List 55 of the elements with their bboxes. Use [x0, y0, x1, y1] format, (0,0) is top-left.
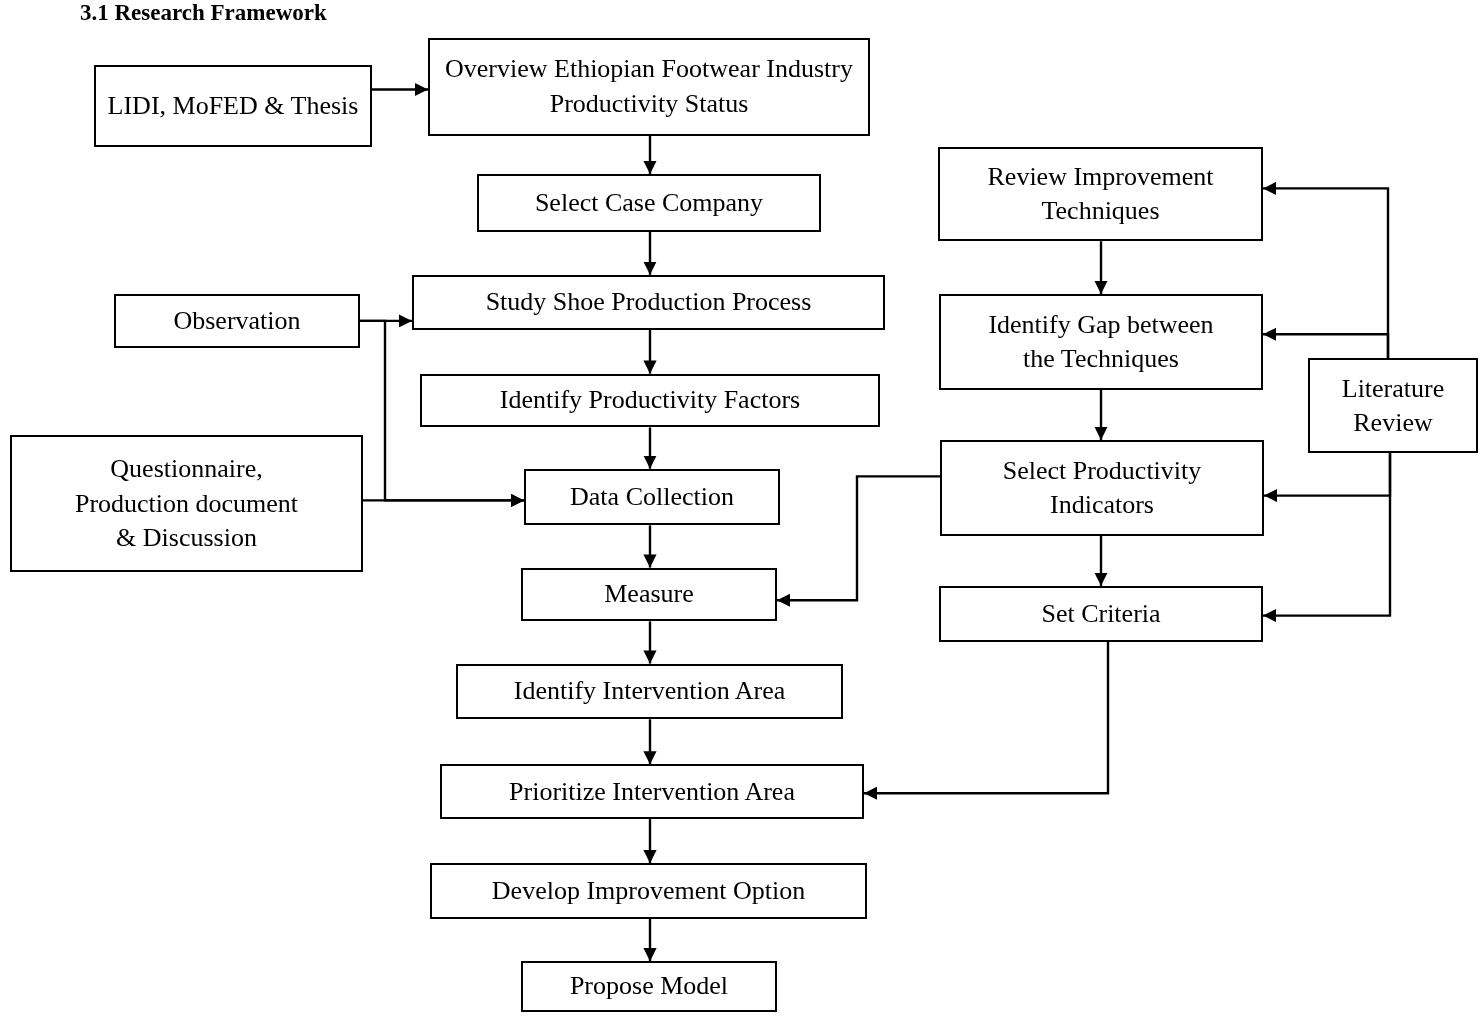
box-label: Prioritize Intervention Area	[509, 775, 795, 808]
process-box	[939, 294, 1263, 390]
box-label: Identify Gap between the Techniques	[987, 308, 1215, 375]
arrow	[864, 641, 1110, 800]
arrow	[1094, 535, 1108, 586]
process-box	[938, 147, 1263, 242]
box-label: Measure	[604, 578, 694, 611]
arrow	[643, 918, 657, 962]
arrow	[643, 719, 657, 765]
process-box	[940, 439, 1264, 536]
box-label: Questionnaire, Production document & Discussion	[73, 453, 300, 554]
box-label: LIDI, MoFED & Thesis	[107, 89, 359, 122]
box-label: Data Collection	[570, 480, 734, 513]
process-box	[94, 64, 372, 148]
process-box	[428, 37, 870, 136]
arrow	[643, 231, 657, 275]
process-box	[939, 585, 1263, 642]
process-box	[420, 373, 880, 428]
box-label: Propose Model	[569, 970, 729, 1003]
arrow	[643, 329, 657, 374]
arrow	[643, 525, 657, 568]
arrow	[1263, 453, 1392, 623]
process-box	[10, 435, 363, 573]
process-box	[114, 294, 360, 348]
diagram-title: 3.1 Research Framework	[80, 0, 327, 26]
process-box	[521, 567, 777, 622]
arrow	[1263, 327, 1390, 359]
arrow	[1094, 390, 1108, 440]
process-box	[440, 764, 864, 820]
arrow	[363, 493, 524, 507]
box-label: Literature Review	[1340, 372, 1446, 439]
box-label: Overview Ethiopian Footwear Industry Productivity Status	[444, 53, 854, 120]
process-box	[430, 863, 867, 919]
process-box	[412, 274, 885, 330]
process-box	[1308, 358, 1478, 454]
arrow	[643, 427, 657, 469]
box-label: Observation	[173, 304, 301, 337]
box-label: Select Productivity Indicators	[1001, 454, 1203, 521]
arrow	[643, 135, 657, 174]
box-label: Develop Improvement Option	[491, 874, 806, 907]
arrow	[777, 475, 940, 607]
box-label: Select Case Company	[534, 186, 764, 219]
box-label: Identify Productivity Factors	[499, 384, 801, 417]
process-box	[521, 961, 777, 1013]
arrow	[1094, 241, 1108, 294]
box-label: Study Shoe Production Process	[485, 286, 812, 318]
process-box	[524, 468, 780, 526]
box-label: Set Criteria	[1041, 597, 1161, 630]
box-label: Identify Intervention Area	[513, 675, 786, 708]
process-box	[456, 663, 843, 720]
box-label: Review Improvement Techniques	[986, 160, 1215, 228]
arrow	[643, 621, 657, 664]
process-box	[477, 174, 821, 232]
arrow	[643, 819, 657, 864]
arrow	[372, 82, 428, 97]
